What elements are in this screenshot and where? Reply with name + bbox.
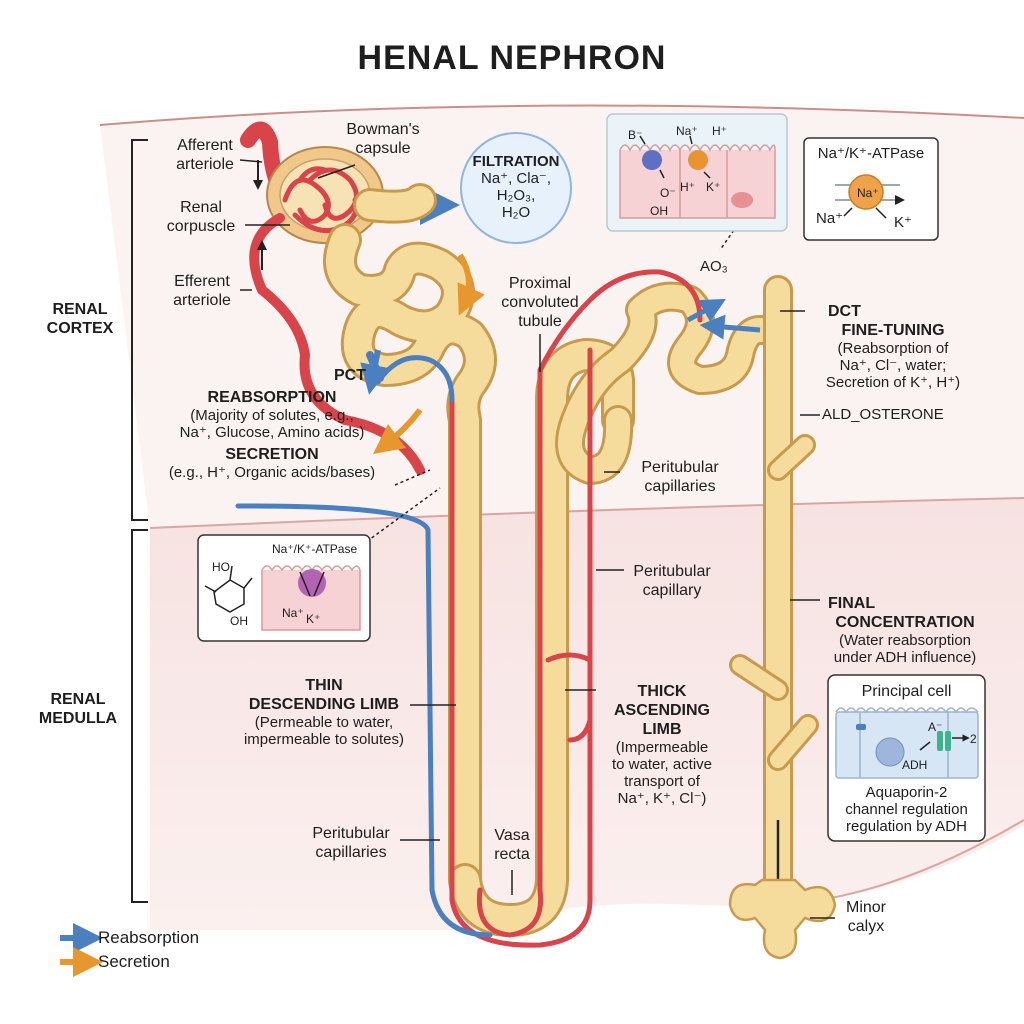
ion-b-minus: B⁻ xyxy=(628,128,643,142)
principal-adh: ADH xyxy=(902,758,928,772)
ion-k-plus: K⁺ xyxy=(706,180,721,194)
filtration-bubble xyxy=(460,132,572,244)
cortex-medulla-boundary xyxy=(149,497,1024,529)
pct-description: REABSORPTION (Majority of solutes, e.g.,… xyxy=(168,389,376,481)
final-concentration-label: FINAL CONCENTRATION (Water reabsorption … xyxy=(828,595,977,666)
principal-cell-title: Principal cell xyxy=(861,683,952,700)
thin-descending-limb-label: THIN DESCENDING LIMB (Permeable to water… xyxy=(243,677,405,748)
pump-mid-ho: HO xyxy=(212,560,230,574)
pump-mid-inset xyxy=(197,534,371,642)
pump-top-inset xyxy=(803,137,939,241)
ion-h-plus: H⁺ xyxy=(712,124,727,138)
dct-label: DCT FINE-TUNING (Reabsorption of Na⁺, Cl… xyxy=(825,303,961,391)
aldosterone-label: ALD_OSTERONE xyxy=(822,406,944,423)
pump-top-title: Na⁺/K⁺-ATPase xyxy=(817,145,925,162)
pump-mid-oh: OH xyxy=(230,614,248,628)
principal-caption: Aquaporin-2 channel regulation regulatio… xyxy=(845,784,968,835)
filtration-label: FILTRATION Na⁺, Cla⁻, H₂O₃, H₂O xyxy=(472,153,560,221)
principal-two: 2 xyxy=(970,732,977,746)
legend-reabsorption-label: Reabsorption xyxy=(98,928,200,947)
leader-lines xyxy=(239,159,835,919)
thick-ascending-limb-label: THICK ASCENDING LIMB (Impermeable to wat… xyxy=(611,683,713,807)
capsule-outline xyxy=(99,104,1024,126)
pump-mid-k: K⁺ xyxy=(306,612,321,626)
legend-secretion-label: Secretion xyxy=(98,952,170,971)
cortex-bracket xyxy=(131,139,148,521)
pct-label: PCT xyxy=(334,367,366,384)
ion-oh: OH xyxy=(650,204,668,218)
pump-top-k: K⁺ xyxy=(894,214,912,231)
ao3-label: AO₃ xyxy=(700,258,728,275)
ion-h-plus-2: H⁺ xyxy=(680,180,695,194)
vasa-recta-artery xyxy=(449,269,703,948)
pump-mid-na: Na⁺ xyxy=(282,606,304,620)
minor-calyx xyxy=(728,878,837,960)
collecting-duct xyxy=(729,275,819,895)
medulla-bracket xyxy=(131,529,148,903)
diagram-title: HENAL NEPHRON xyxy=(357,39,667,77)
ion-na: Na⁺ xyxy=(676,124,698,138)
pump-top-na: Na⁺ xyxy=(816,210,844,227)
distal-tubule xyxy=(555,281,791,485)
pump-mid-title: Na⁺/K⁺-ATPase xyxy=(272,542,358,556)
proximal-tubule xyxy=(323,183,497,897)
pump-top-inner: Na⁺ xyxy=(857,186,879,200)
principal-a-minus: A⁻ xyxy=(928,720,943,734)
ion-o-minus: O⁻ xyxy=(660,186,676,200)
tubule-cell-inset xyxy=(606,113,788,232)
principal-cell-inset xyxy=(827,674,986,842)
